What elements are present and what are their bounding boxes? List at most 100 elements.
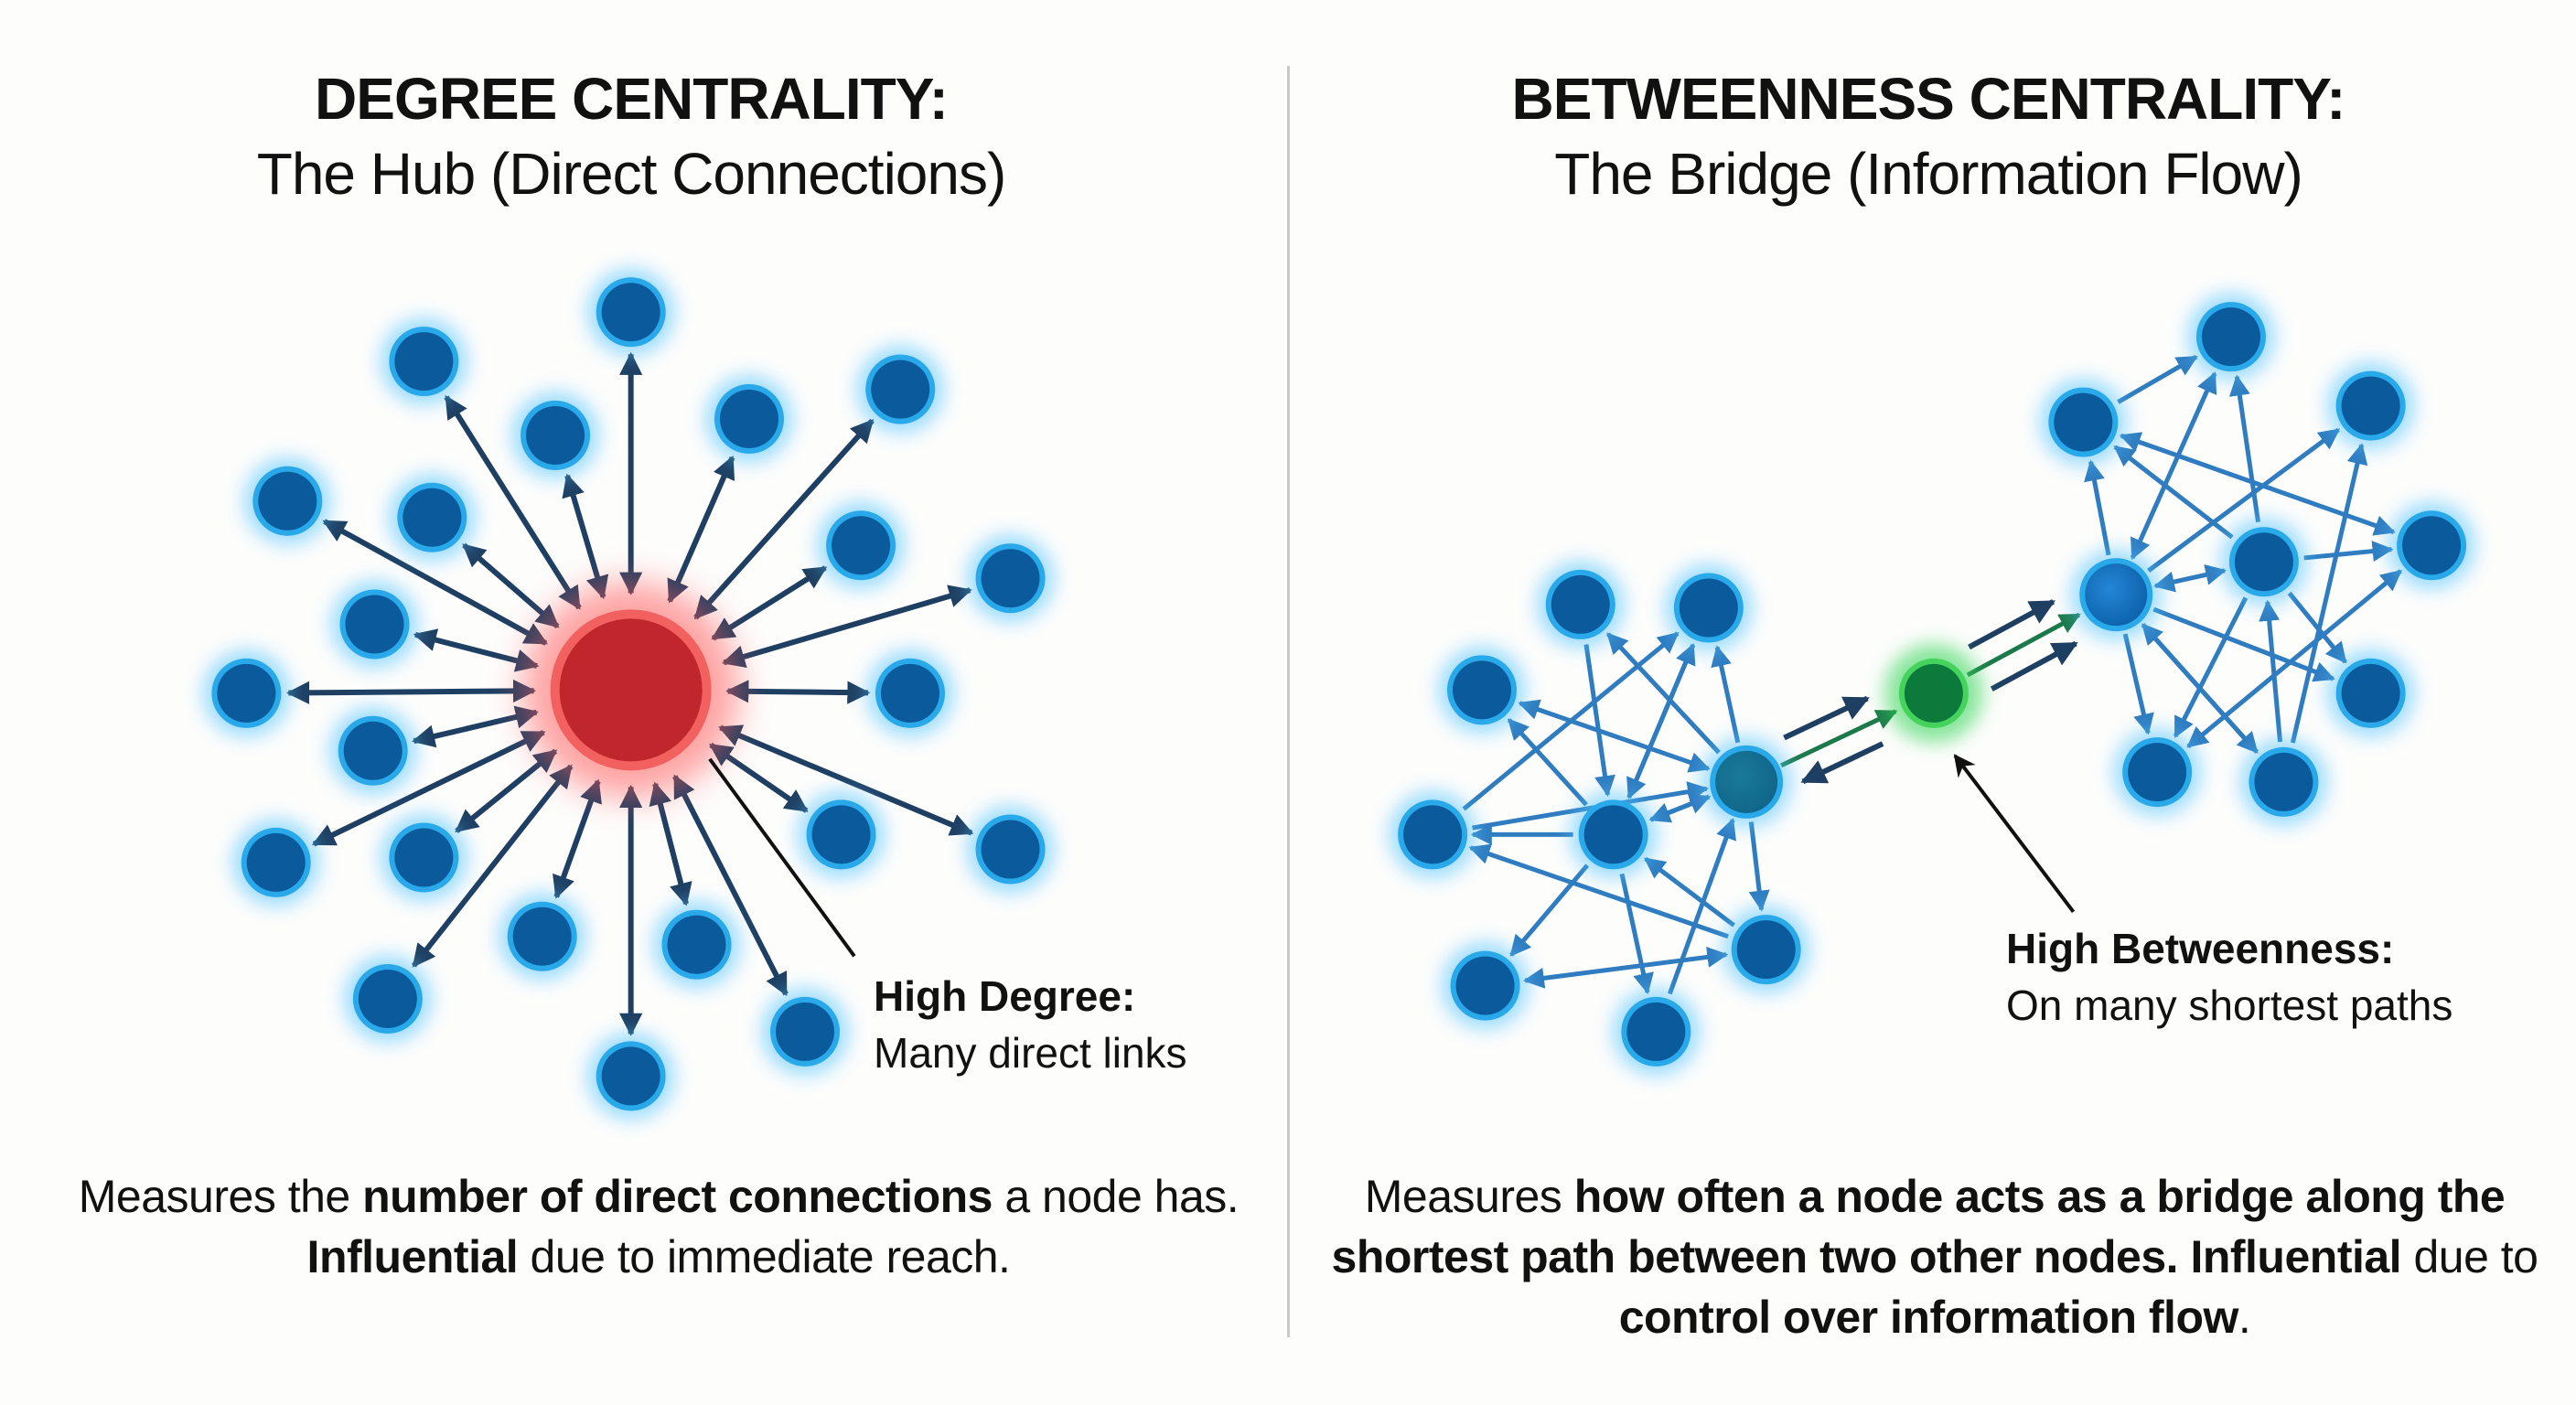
peripheral-node-core (601, 283, 660, 342)
peripheral-node (586, 1032, 675, 1121)
peripheral-node-core (343, 721, 402, 780)
cluster-node (2039, 378, 2128, 467)
bridge-green-arrow (1966, 612, 2081, 678)
hub-spoke-arrow (562, 473, 609, 600)
panel-divider (1287, 66, 1290, 1337)
description-run: . (2238, 1292, 2251, 1343)
cluster-edge-arrow (1605, 632, 1721, 755)
peripheral-node (380, 317, 468, 406)
description-run: due to (2401, 1231, 2538, 1282)
peripheral-node-core (601, 1046, 660, 1106)
right-gateway-node-core (2085, 563, 2148, 627)
cluster-edge-arrow (1643, 856, 1736, 928)
cluster-edge-arrow (1648, 794, 1711, 823)
cluster-node (1722, 906, 1810, 994)
peripheral-node (328, 706, 417, 795)
hub-spoke-arrow (462, 542, 560, 629)
cluster-node-core (1551, 574, 1610, 634)
hub-spoke-arrow (718, 724, 974, 836)
cluster-node-core (1626, 1002, 1686, 1061)
hub-spoke-arrow (285, 679, 537, 704)
degree-centrality-heading: DEGREE CENTRALITY: The Hub (Direct Conne… (0, 62, 1262, 212)
peripheral-node-core (258, 471, 317, 531)
high-degree-callout: High Degree: Many direct links (874, 968, 1187, 1081)
peripheral-node-core (345, 595, 404, 654)
cluster-node-core (1452, 660, 1511, 720)
cluster-edge-arrow (1711, 645, 1741, 744)
peripheral-node (761, 987, 850, 1076)
cluster-edge-arrow (1507, 718, 1588, 807)
peripheral-node-core (811, 805, 871, 864)
left-gateway-node-core (1715, 750, 1778, 813)
peripheral-node (202, 649, 291, 737)
hub-spoke-arrow (721, 585, 972, 669)
peripheral-node (380, 813, 468, 902)
right-gateway-node (2070, 549, 2163, 641)
description-run: a node has. (992, 1171, 1240, 1222)
peripheral-node (865, 649, 954, 737)
bridge-flow-arrow (1783, 695, 1870, 741)
peripheral-node (856, 345, 945, 434)
peripheral-node (817, 501, 906, 590)
peripheral-node (704, 374, 793, 463)
peripheral-node-core (981, 820, 1040, 879)
betweenness-subtitle: The Bridge (Information Flow) (1554, 141, 2303, 207)
betweenness-title: BETWEENNESS CENTRALITY: (1511, 66, 2346, 132)
cluster-edge-arrow (2119, 432, 2396, 536)
description-run: Measures the (78, 1171, 363, 1222)
description-run: Influential (2190, 1231, 2402, 1282)
peripheral-node-core (394, 828, 454, 887)
cluster-node (2326, 649, 2415, 737)
high-betweenness-label: High Betweenness: (2006, 925, 2395, 972)
description-run: how often a node acts as a bridge along … (1331, 1171, 2506, 1282)
high-degree-pointer (708, 757, 856, 958)
cluster-node (2219, 518, 2308, 606)
high-degree-text: Many direct links (874, 1029, 1187, 1077)
cluster-node (2388, 501, 2476, 590)
peripheral-node-core (719, 389, 778, 448)
hub-spoke-arrow (649, 781, 692, 906)
cluster-node-core (2341, 663, 2400, 723)
cluster-edge-arrow (1509, 863, 1590, 957)
cluster-node-core (2254, 752, 2313, 811)
cluster-node-core (2234, 532, 2293, 592)
hub-spoke-arrow (667, 455, 735, 604)
peripheral-node (388, 473, 477, 562)
peripheral-node-core (394, 332, 454, 391)
hub-spoke-arrow (725, 680, 871, 704)
peripheral-node (343, 954, 432, 1043)
cluster-node-core (1679, 578, 1738, 638)
description-run: due to immediate reach. (518, 1231, 1011, 1282)
peripheral-node (231, 818, 320, 906)
cluster-edge-arrow (1522, 946, 1729, 989)
description-run: control over information flow (1618, 1292, 2239, 1343)
peripheral-node-core (871, 359, 930, 419)
cluster-edge-arrow (1667, 818, 1736, 995)
cluster-node-core (1736, 920, 1796, 980)
hub-spoke-arrow (411, 764, 574, 968)
cluster-edge-arrow (2152, 606, 2335, 682)
degree-title: DEGREE CENTRALITY: (315, 66, 949, 132)
cluster-node (1437, 646, 1526, 735)
cluster-edge-arrow (2122, 633, 2154, 735)
peripheral-node (797, 790, 886, 879)
cluster-node (2326, 361, 2415, 450)
peripheral-node-core (880, 663, 939, 723)
cluster-node-core (1455, 956, 1515, 1015)
cluster-node (2186, 293, 2275, 381)
cluster-node-core (1403, 805, 1463, 864)
peripheral-node (330, 580, 419, 669)
bridge-green-arrow (1780, 709, 1898, 768)
cluster-edge-arrow (2117, 355, 2198, 404)
peripheral-node (586, 268, 675, 357)
cluster-edge-arrow (1619, 873, 1654, 995)
cluster-node (1569, 790, 1658, 879)
cluster-node-core (2201, 307, 2260, 367)
hub-node (522, 582, 739, 799)
peripheral-node-core (512, 906, 572, 966)
cluster-node (1664, 563, 1753, 652)
bridge-flow-arrow (1800, 741, 1884, 785)
cluster-node (1612, 987, 1701, 1076)
peripheral-node (511, 391, 600, 479)
high-betweenness-text: On many shortest paths (2006, 981, 2453, 1029)
